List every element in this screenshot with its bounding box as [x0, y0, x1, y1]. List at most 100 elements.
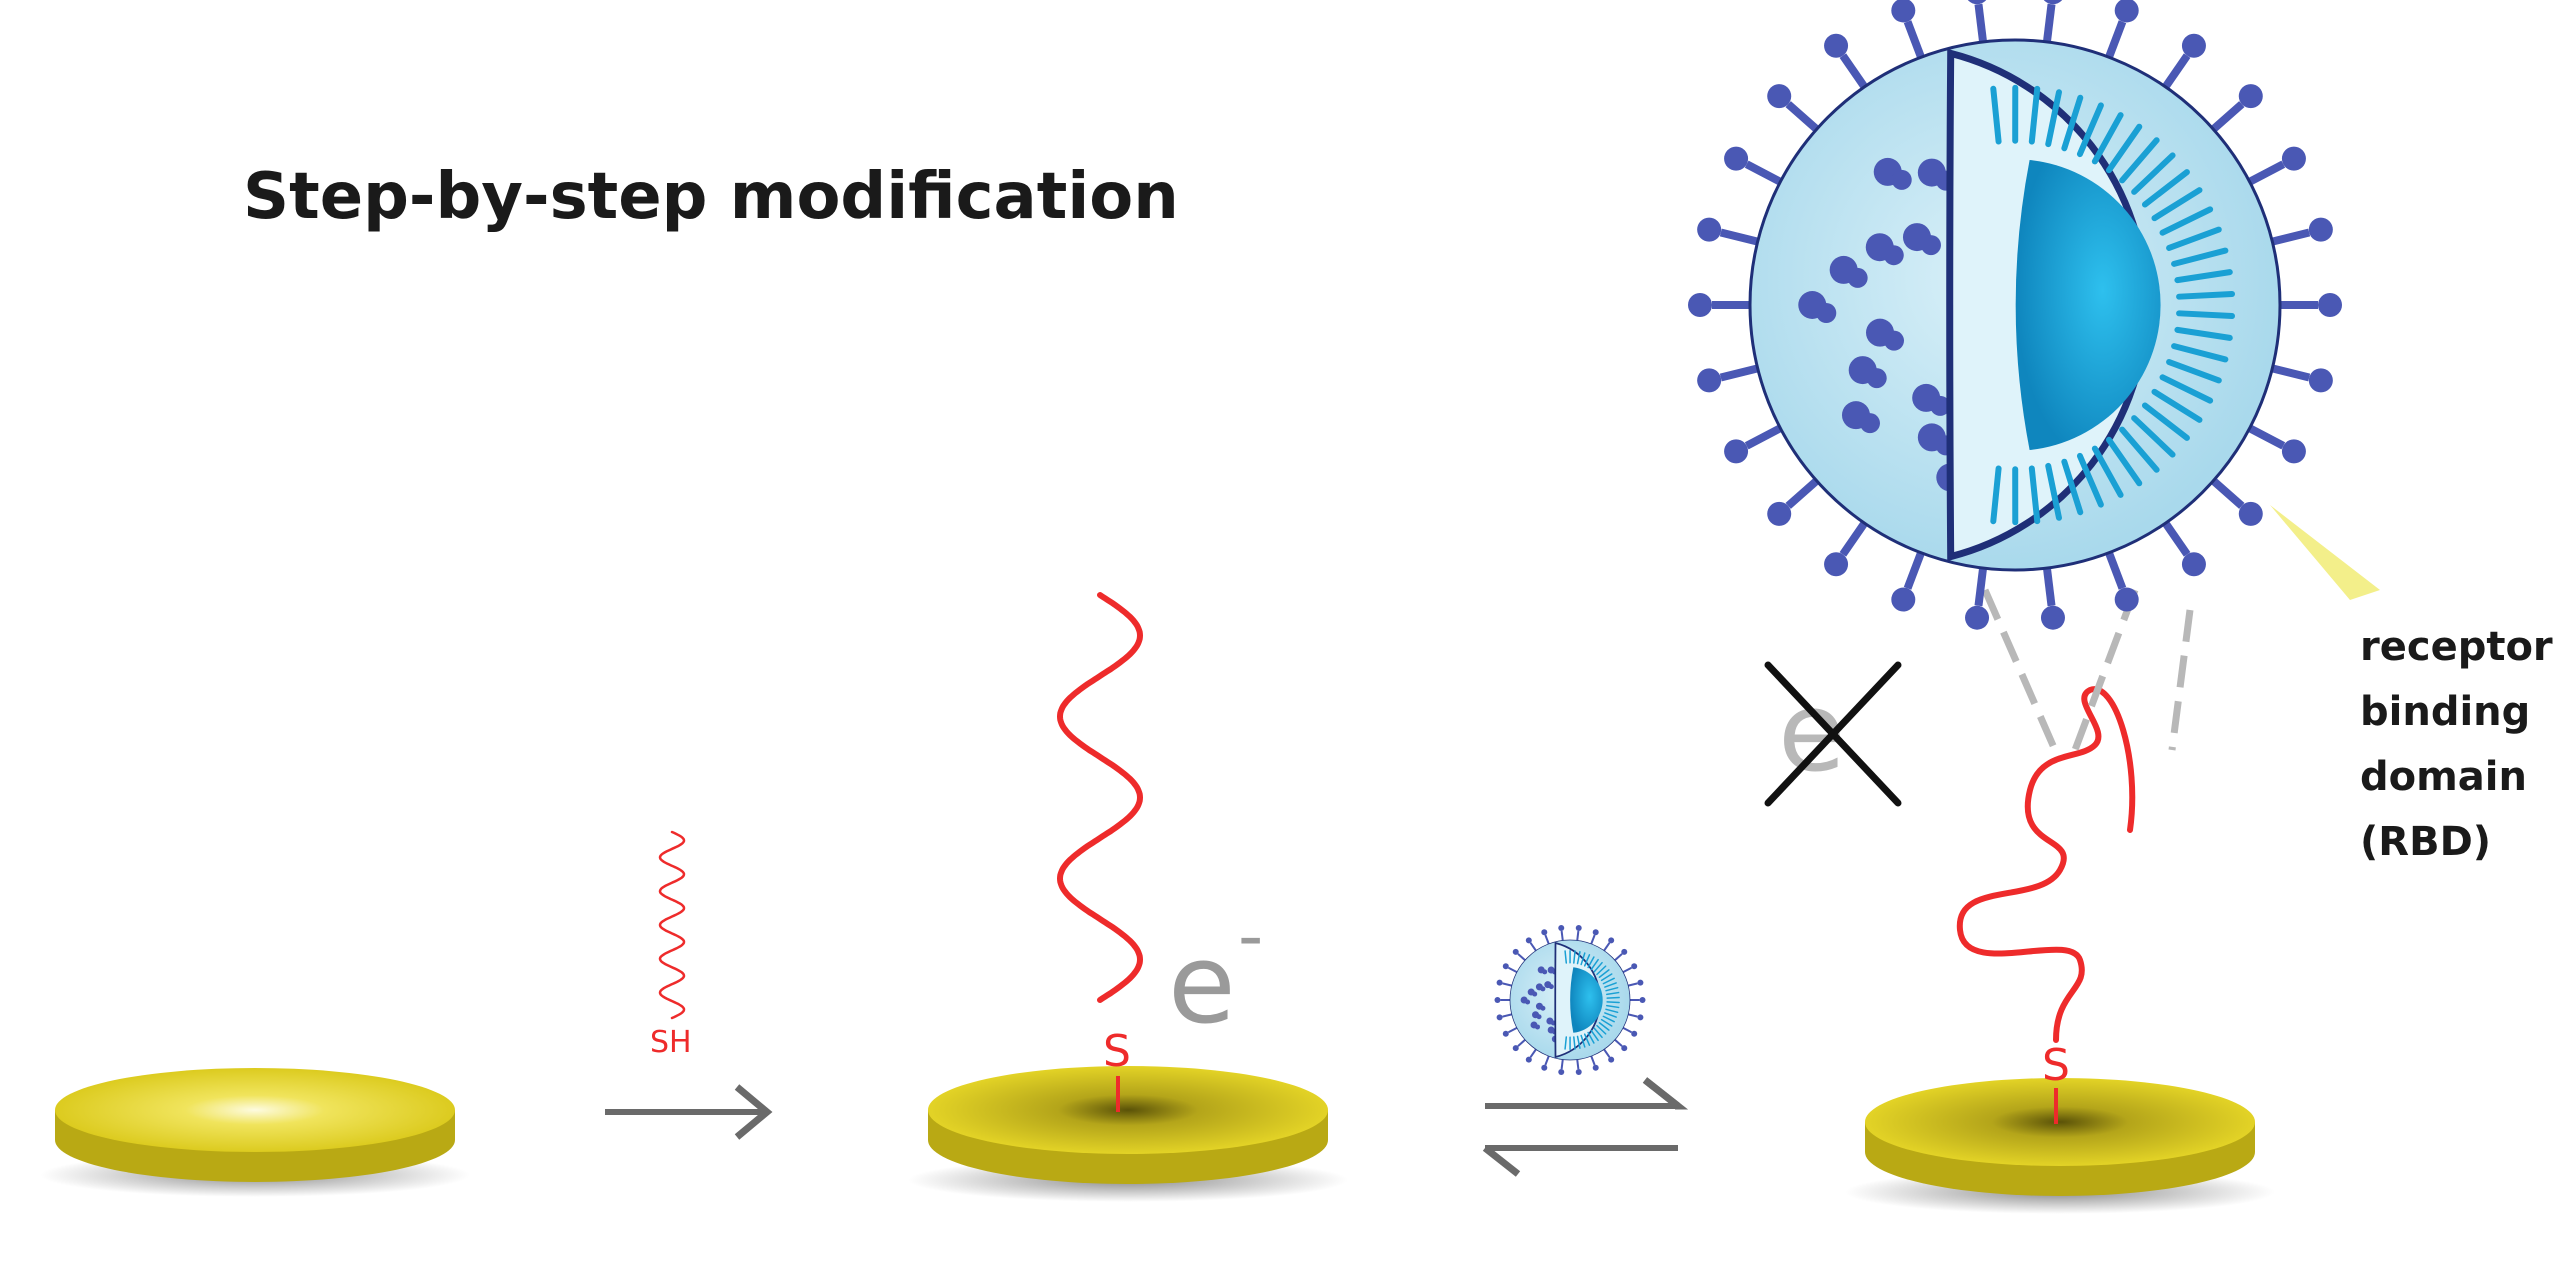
lipid-tick [2045, 89, 2062, 148]
virus-protein [1534, 1024, 1540, 1030]
virus-protein [1540, 986, 1546, 992]
virus-spike-head [1496, 1014, 1503, 1021]
lipid-tick [2166, 226, 2222, 251]
lipid-tick [1604, 982, 1617, 988]
virus-spike [1590, 934, 1596, 945]
virus-spike-head [2281, 146, 2306, 171]
virus-spike [1529, 942, 1537, 952]
virus-spike [1507, 966, 1518, 974]
virus-spike-head [1512, 1045, 1519, 1052]
lipid-tick [2141, 169, 2190, 208]
lipid-tick [1573, 950, 1576, 964]
virus-spike-head [1631, 1030, 1638, 1037]
aptamer-strand [1056, 592, 1144, 1003]
virus-spike-head [1525, 1056, 1532, 1063]
virus-spike-head [1824, 552, 1849, 577]
virus-spike-head [1502, 963, 1509, 970]
virus-spike-head [1525, 937, 1532, 944]
virus-spike [1974, 567, 1988, 607]
virus-spike-head [1502, 1030, 1509, 1037]
virus-spike [1974, 3, 1988, 43]
svg-text:-: - [1238, 895, 1263, 977]
virus-spike [1502, 982, 1512, 987]
virus-spike [2247, 160, 2286, 186]
virus-protein [1884, 330, 1905, 351]
blocked-electron-x-icon: e [1764, 661, 1902, 807]
virus-spike [1576, 1059, 1580, 1070]
virus-spike-head [2308, 217, 2333, 242]
virus-protein [1920, 235, 1941, 256]
virus-spike [2105, 551, 2127, 590]
virus-protein [1542, 969, 1548, 975]
virus-spike [1614, 953, 1623, 961]
virus-spike [1719, 228, 1759, 246]
virus-spike [1576, 930, 1580, 941]
virus-spike [1628, 1013, 1638, 1018]
sulfur-label-right: S [2042, 1040, 2070, 1091]
virus-spike-head [1637, 979, 1644, 986]
virus-spike-head [1608, 1056, 1615, 1063]
electron-label: e - [1168, 895, 1263, 1048]
folded-aptamer-strand [1956, 686, 2136, 1043]
virus-spike [1785, 101, 1820, 133]
virus-spike [2162, 53, 2191, 90]
lipid-tick [1602, 1015, 1615, 1023]
lipid-tick [1606, 1001, 1620, 1004]
virus-spike-head [2181, 33, 2206, 58]
virus-spike-head [1512, 948, 1519, 955]
virus-spike-head [1592, 1064, 1599, 1071]
virus-protein [1930, 395, 1951, 416]
virus-spike-head [1697, 217, 1722, 242]
virus-spike [1544, 1055, 1550, 1066]
svg-text:binding: binding [2360, 689, 2530, 735]
virus-icon-large [1688, 0, 2342, 630]
virus-spike-head [2308, 368, 2333, 393]
lipid-tick [1606, 991, 1620, 996]
lipid-tick [1606, 996, 1620, 999]
lipid-tick [2091, 112, 2124, 165]
virus-spike-head [1724, 146, 1749, 171]
thiol-aptamer-icon: SH [650, 830, 692, 1060]
virus-spike [1744, 424, 1783, 450]
lipid-tick [2105, 436, 2143, 487]
virus-spike [1622, 1026, 1633, 1034]
virus-spike [2162, 520, 2191, 557]
equilibrium-arrows-icon [1482, 1077, 1689, 1177]
virus-spike [1544, 934, 1550, 945]
svg-text:receptor: receptor [2360, 624, 2553, 670]
lipid-tick [1576, 1035, 1581, 1049]
virus-spike-head [1891, 0, 1916, 23]
virus-spike-head [1631, 963, 1638, 970]
virus-spike-head [1637, 1014, 1644, 1021]
virus-spike [2042, 567, 2056, 607]
svg-text:(RBD): (RBD) [2360, 819, 2491, 865]
virus-spike-head [2114, 0, 2139, 23]
virus-spike [1603, 942, 1611, 952]
virus-core [2015, 160, 2161, 450]
lipid-tick [1593, 961, 1603, 973]
lipid-tick [2174, 269, 2233, 284]
lipid-tick [2028, 85, 2041, 145]
lipid-tick [1587, 1031, 1595, 1044]
virus-protein [1883, 245, 1904, 266]
lipid-tick [1573, 1036, 1576, 1050]
virus-spike-head [2281, 439, 2306, 464]
virus-spike-head [1824, 33, 1849, 58]
lipid-tick [1990, 465, 2002, 525]
virus-spike [2105, 20, 2127, 59]
lipid-tick [2131, 415, 2176, 458]
virus-spike-head [1891, 587, 1916, 612]
lipid-tick [1593, 1027, 1603, 1039]
virus-spike-head [2181, 552, 2206, 577]
virus-spike [1603, 1048, 1611, 1058]
virus-spike [2271, 228, 2311, 246]
virus-spike-head [1688, 293, 1712, 317]
virus-spike-head [1541, 1064, 1548, 1071]
rbd-pointer-icon [2270, 505, 2380, 600]
virus-protein [1866, 368, 1887, 389]
lipid-tick [2091, 445, 2124, 498]
gold-electrode-aptamer [908, 1066, 1348, 1202]
virus-spike [2210, 477, 2245, 509]
virus-spike-head [1697, 368, 1722, 393]
lipid-tick [1596, 1024, 1607, 1035]
